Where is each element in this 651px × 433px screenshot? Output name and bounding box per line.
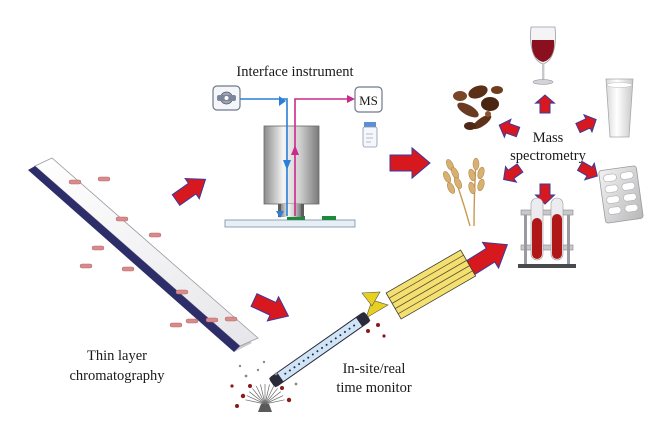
tlc-spot xyxy=(115,216,129,222)
instrument-cylinder xyxy=(263,125,320,205)
tlc-label-line2: chromatography xyxy=(69,368,165,384)
probe-dot xyxy=(293,366,296,369)
spray-line xyxy=(264,399,285,405)
vial-icon xyxy=(362,122,378,148)
red-arrow xyxy=(576,160,598,181)
ms-label: MS xyxy=(359,93,378,108)
blood-tubes-icon xyxy=(518,197,576,268)
spray-drop xyxy=(280,386,284,390)
valve-icon xyxy=(212,85,241,111)
tlc-spot xyxy=(79,263,93,269)
fiber-bundle-icon xyxy=(358,249,477,338)
spray-line xyxy=(260,384,266,405)
pill-blister-icon xyxy=(598,165,644,224)
red-arrow xyxy=(575,113,597,134)
spray-drop xyxy=(262,360,266,364)
spray-drop xyxy=(244,374,248,378)
flow-out-line xyxy=(294,98,350,216)
tlc-spots xyxy=(68,176,238,328)
probe-dot xyxy=(302,359,305,362)
probe-dot xyxy=(288,369,291,372)
spray-drop xyxy=(256,368,260,372)
tlc-spot xyxy=(97,176,111,182)
probe-dot xyxy=(343,330,346,333)
spray-line xyxy=(249,391,266,405)
capillary-probe-icon xyxy=(269,311,371,388)
tlc-spot xyxy=(121,266,135,272)
mass-spectrometry-label-line2: spectrometry xyxy=(510,148,586,164)
instrument-base xyxy=(224,219,356,228)
probe-dot xyxy=(316,350,319,353)
milk-glass-icon xyxy=(605,78,634,138)
spray-drop xyxy=(230,384,234,388)
ms-box xyxy=(354,86,383,113)
tlc-plate xyxy=(28,157,259,352)
tlc-spot xyxy=(205,317,219,323)
red-arrows xyxy=(171,94,598,322)
monitor-label-line1: In-site/real xyxy=(343,361,406,377)
spray-line xyxy=(246,395,266,405)
spray-line xyxy=(264,391,281,405)
probe-dot xyxy=(325,343,328,346)
tlc-spot xyxy=(91,245,105,251)
spray-line xyxy=(264,388,278,405)
spray-drop xyxy=(235,404,239,408)
flow-in-line xyxy=(240,98,288,216)
tlc-spot xyxy=(185,318,199,324)
spray-line xyxy=(264,385,275,405)
wheat-icon xyxy=(443,157,485,227)
tlc-spot xyxy=(175,289,189,295)
probe-dot xyxy=(330,340,333,343)
mass-spectrometry-label-line1: Mass xyxy=(533,130,564,146)
red-arrow xyxy=(171,177,207,207)
spray-drop xyxy=(248,384,252,388)
tlc-label-line1: Thin layer xyxy=(87,348,147,364)
probe-dot xyxy=(339,334,342,337)
probe-dot xyxy=(298,363,301,366)
spray-line xyxy=(252,388,266,405)
tlc-spot xyxy=(224,316,238,322)
tlc-spot xyxy=(68,179,82,185)
spray-nozzle-icon xyxy=(230,360,298,412)
red-arrow xyxy=(503,163,524,183)
probe-dot xyxy=(321,346,324,349)
probe-dot xyxy=(353,324,356,327)
tlc-spot xyxy=(148,232,162,238)
spice-cluster-icon xyxy=(453,85,503,130)
wine-glass-icon xyxy=(530,26,556,85)
red-arrow xyxy=(498,118,521,139)
red-arrow xyxy=(250,292,290,322)
interface-instrument xyxy=(212,85,383,228)
monitor-label-line2: time monitor xyxy=(336,380,411,396)
probe-dot xyxy=(334,337,337,340)
spray-drop xyxy=(274,372,278,376)
probe-dot xyxy=(284,372,287,375)
red-arrow xyxy=(389,146,431,180)
spray-drop xyxy=(240,393,246,399)
spray-drop xyxy=(238,364,242,368)
probe-dot xyxy=(307,356,310,359)
spray-line xyxy=(264,395,284,405)
probe-dot xyxy=(311,353,314,356)
red-arrow xyxy=(465,241,509,276)
spray-line xyxy=(264,384,270,405)
interface-instrument-label: Interface instrument xyxy=(236,64,353,80)
spray-line xyxy=(255,385,266,405)
spray-line xyxy=(245,399,266,405)
red-arrow xyxy=(534,94,556,114)
tlc-spot xyxy=(169,322,183,328)
spray-drop xyxy=(294,382,298,386)
spray-drop xyxy=(286,397,292,403)
probe-dot xyxy=(348,327,351,330)
